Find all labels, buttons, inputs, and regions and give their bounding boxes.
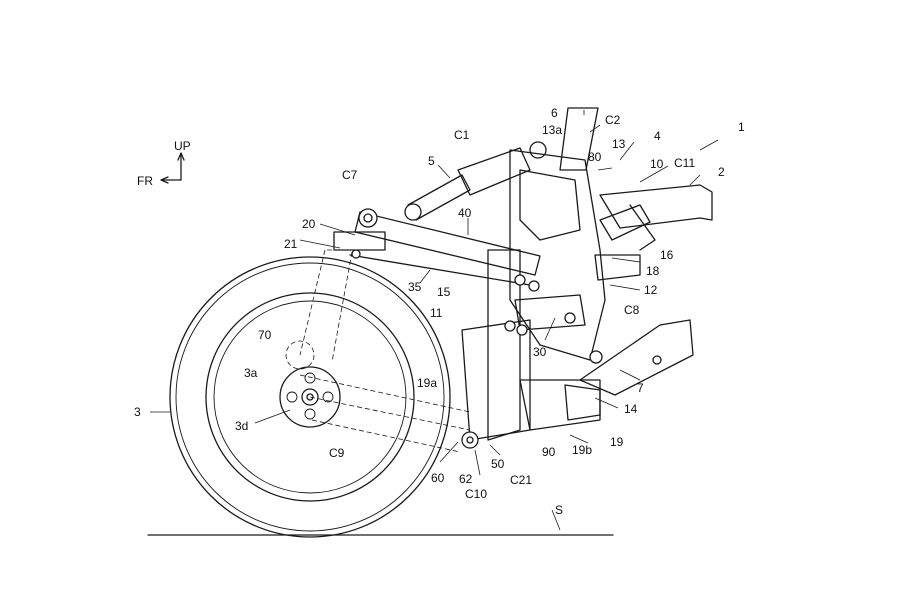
bracket [504,274,586,336]
label-c11: C11 [674,156,695,170]
tie-rod [349,254,531,286]
label-70: 70 [258,328,272,342]
front-fork [299,231,386,363]
label-3d: 3d [235,419,248,433]
label-13a: 13a [542,123,562,137]
wheel-hub [279,366,341,428]
label-18: 18 [646,264,660,278]
label-19b: 19b [572,443,592,457]
up-label: UP [174,139,191,153]
label-13: 13 [612,137,626,151]
label-4: 4 [654,129,661,143]
label-6: 6 [551,106,558,120]
label-7: 7 [637,381,644,395]
orientation-indicator [160,152,185,184]
steering-shaft [559,107,599,171]
label-2: 2 [718,165,725,179]
label-c2: C2 [605,113,621,127]
front-wheel [169,256,451,538]
label-16: 16 [660,248,674,262]
upper-arm [354,208,541,276]
label-c10: C10 [465,487,487,501]
label-40: 40 [458,206,472,220]
label-3a: 3a [244,366,258,380]
main-frame [509,149,713,361]
axle [301,388,319,406]
rear-link [564,319,694,421]
label-19: 19 [610,435,624,449]
label-15: 15 [437,285,451,299]
label-35: 35 [408,280,422,294]
label-c21: C21 [510,473,532,487]
label-60: 60 [431,471,445,485]
label-20: 20 [302,217,316,231]
label-14: 14 [624,402,638,416]
label-10: 10 [650,157,664,171]
lower-arm [299,374,471,453]
label-c1: C1 [454,128,470,142]
label-1: 1 [738,120,745,134]
leader-lines [150,110,719,531]
label-50: 50 [491,457,505,471]
label-3: 3 [134,405,141,419]
label-11: 11 [430,306,443,320]
label-80: 80 [588,150,602,164]
label-21: 21 [284,237,298,251]
label-s: S [555,503,563,517]
label-90: 90 [542,445,556,459]
label-c8: C8 [624,303,640,317]
label-12: 12 [644,283,658,297]
label-19a: 19a [417,376,437,390]
label-c9: C9 [329,446,345,460]
fr-label: FR [137,174,153,188]
label-c7: C7 [342,168,358,182]
shock-absorber [404,141,547,221]
label-5: 5 [428,154,435,168]
label-30: 30 [533,345,547,359]
label-62: 62 [459,472,473,486]
